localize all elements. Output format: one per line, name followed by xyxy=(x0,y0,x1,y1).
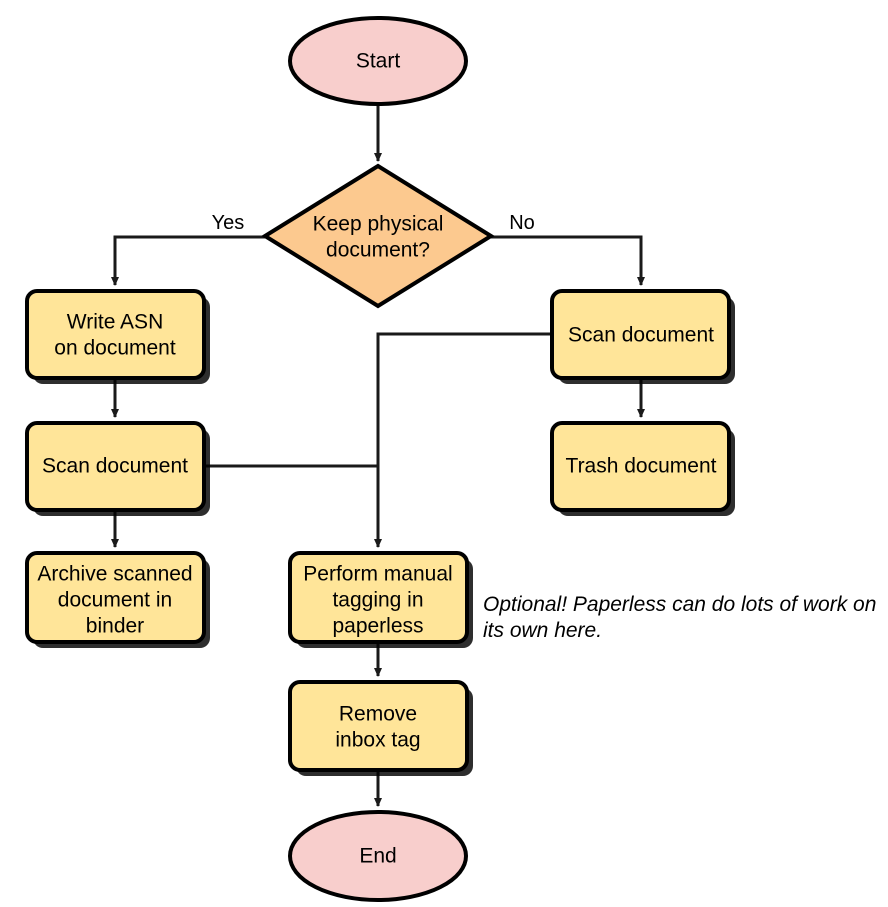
node-write-asn-shape xyxy=(25,289,206,380)
node-write-asn[interactable]: Write ASN on document xyxy=(25,289,210,384)
edge-labels-layer: Yes No xyxy=(212,212,535,234)
node-trash-document[interactable]: Trash document xyxy=(550,421,735,516)
node-archive-in-binder-label-line-3: binder xyxy=(86,615,144,638)
node-trash-document-label: Trash document xyxy=(566,455,717,478)
node-end-shape xyxy=(288,810,468,902)
node-remove-inbox-tag-shape xyxy=(288,680,469,772)
edge-label-yes: Yes xyxy=(212,212,245,234)
annotation-optional-note: Optional! Paperless can do lots of work … xyxy=(483,593,876,642)
node-manual-tagging[interactable]: Perform manual tagging in paperless xyxy=(288,551,473,648)
node-remove-inbox-tag-label-line-1: Remove xyxy=(339,703,417,726)
edge-decision-yes-to-write-asn xyxy=(111,235,265,286)
node-manual-tagging-label-line-2: tagging in xyxy=(332,589,423,612)
annotation-optional-note-line-1: Optional! Paperless can do lots of work … xyxy=(483,593,876,616)
node-scan-document-right-label: Scan document xyxy=(568,324,714,347)
node-archive-in-binder-label-line-2: document in xyxy=(58,589,172,612)
node-end-label: End xyxy=(359,845,396,868)
node-write-asn-label-line-2: on document xyxy=(54,337,176,360)
edge-label-no: No xyxy=(509,212,535,234)
node-manual-tagging-label-line-3: paperless xyxy=(332,615,423,638)
node-remove-inbox-tag-label-line-2: inbox tag xyxy=(335,729,420,752)
node-archive-in-binder-label-line-1: Archive scanned xyxy=(37,563,192,586)
node-manual-tagging-label-line-1: Perform manual xyxy=(303,563,452,586)
node-end[interactable]: End xyxy=(288,810,468,902)
node-keep-physical-document-label-line-1: Keep physical xyxy=(313,213,444,236)
edge-decision-no-to-scan-right xyxy=(491,235,645,286)
node-write-asn-label-line-1: Write ASN xyxy=(67,311,163,334)
node-start-label: Start xyxy=(356,50,401,73)
edges-layer xyxy=(111,105,645,807)
node-remove-inbox-tag[interactable]: Remove inbox tag xyxy=(288,680,473,776)
annotation-optional-note-line-2: its own here. xyxy=(483,619,602,642)
node-scan-document-right-shape xyxy=(550,289,731,380)
node-start[interactable]: Start xyxy=(288,16,468,106)
node-scan-document-right[interactable]: Scan document xyxy=(550,289,735,384)
node-scan-document-left[interactable]: Scan document xyxy=(25,421,210,516)
node-archive-in-binder[interactable]: Archive scanned document in binder xyxy=(25,551,210,648)
node-keep-physical-document-label-line-2: document? xyxy=(326,239,430,262)
node-archive-in-binder-shape xyxy=(25,551,206,644)
edge-scan-right-to-manual-tagging xyxy=(374,332,552,548)
node-scan-document-left-shape xyxy=(25,421,206,512)
node-start-shape xyxy=(288,16,468,106)
node-keep-physical-document[interactable]: Keep physical document? xyxy=(261,163,495,309)
node-scan-document-left-label: Scan document xyxy=(42,455,188,478)
node-keep-physical-document-shape xyxy=(261,163,495,309)
node-trash-document-shape xyxy=(550,421,731,512)
node-manual-tagging-shape xyxy=(288,551,469,644)
